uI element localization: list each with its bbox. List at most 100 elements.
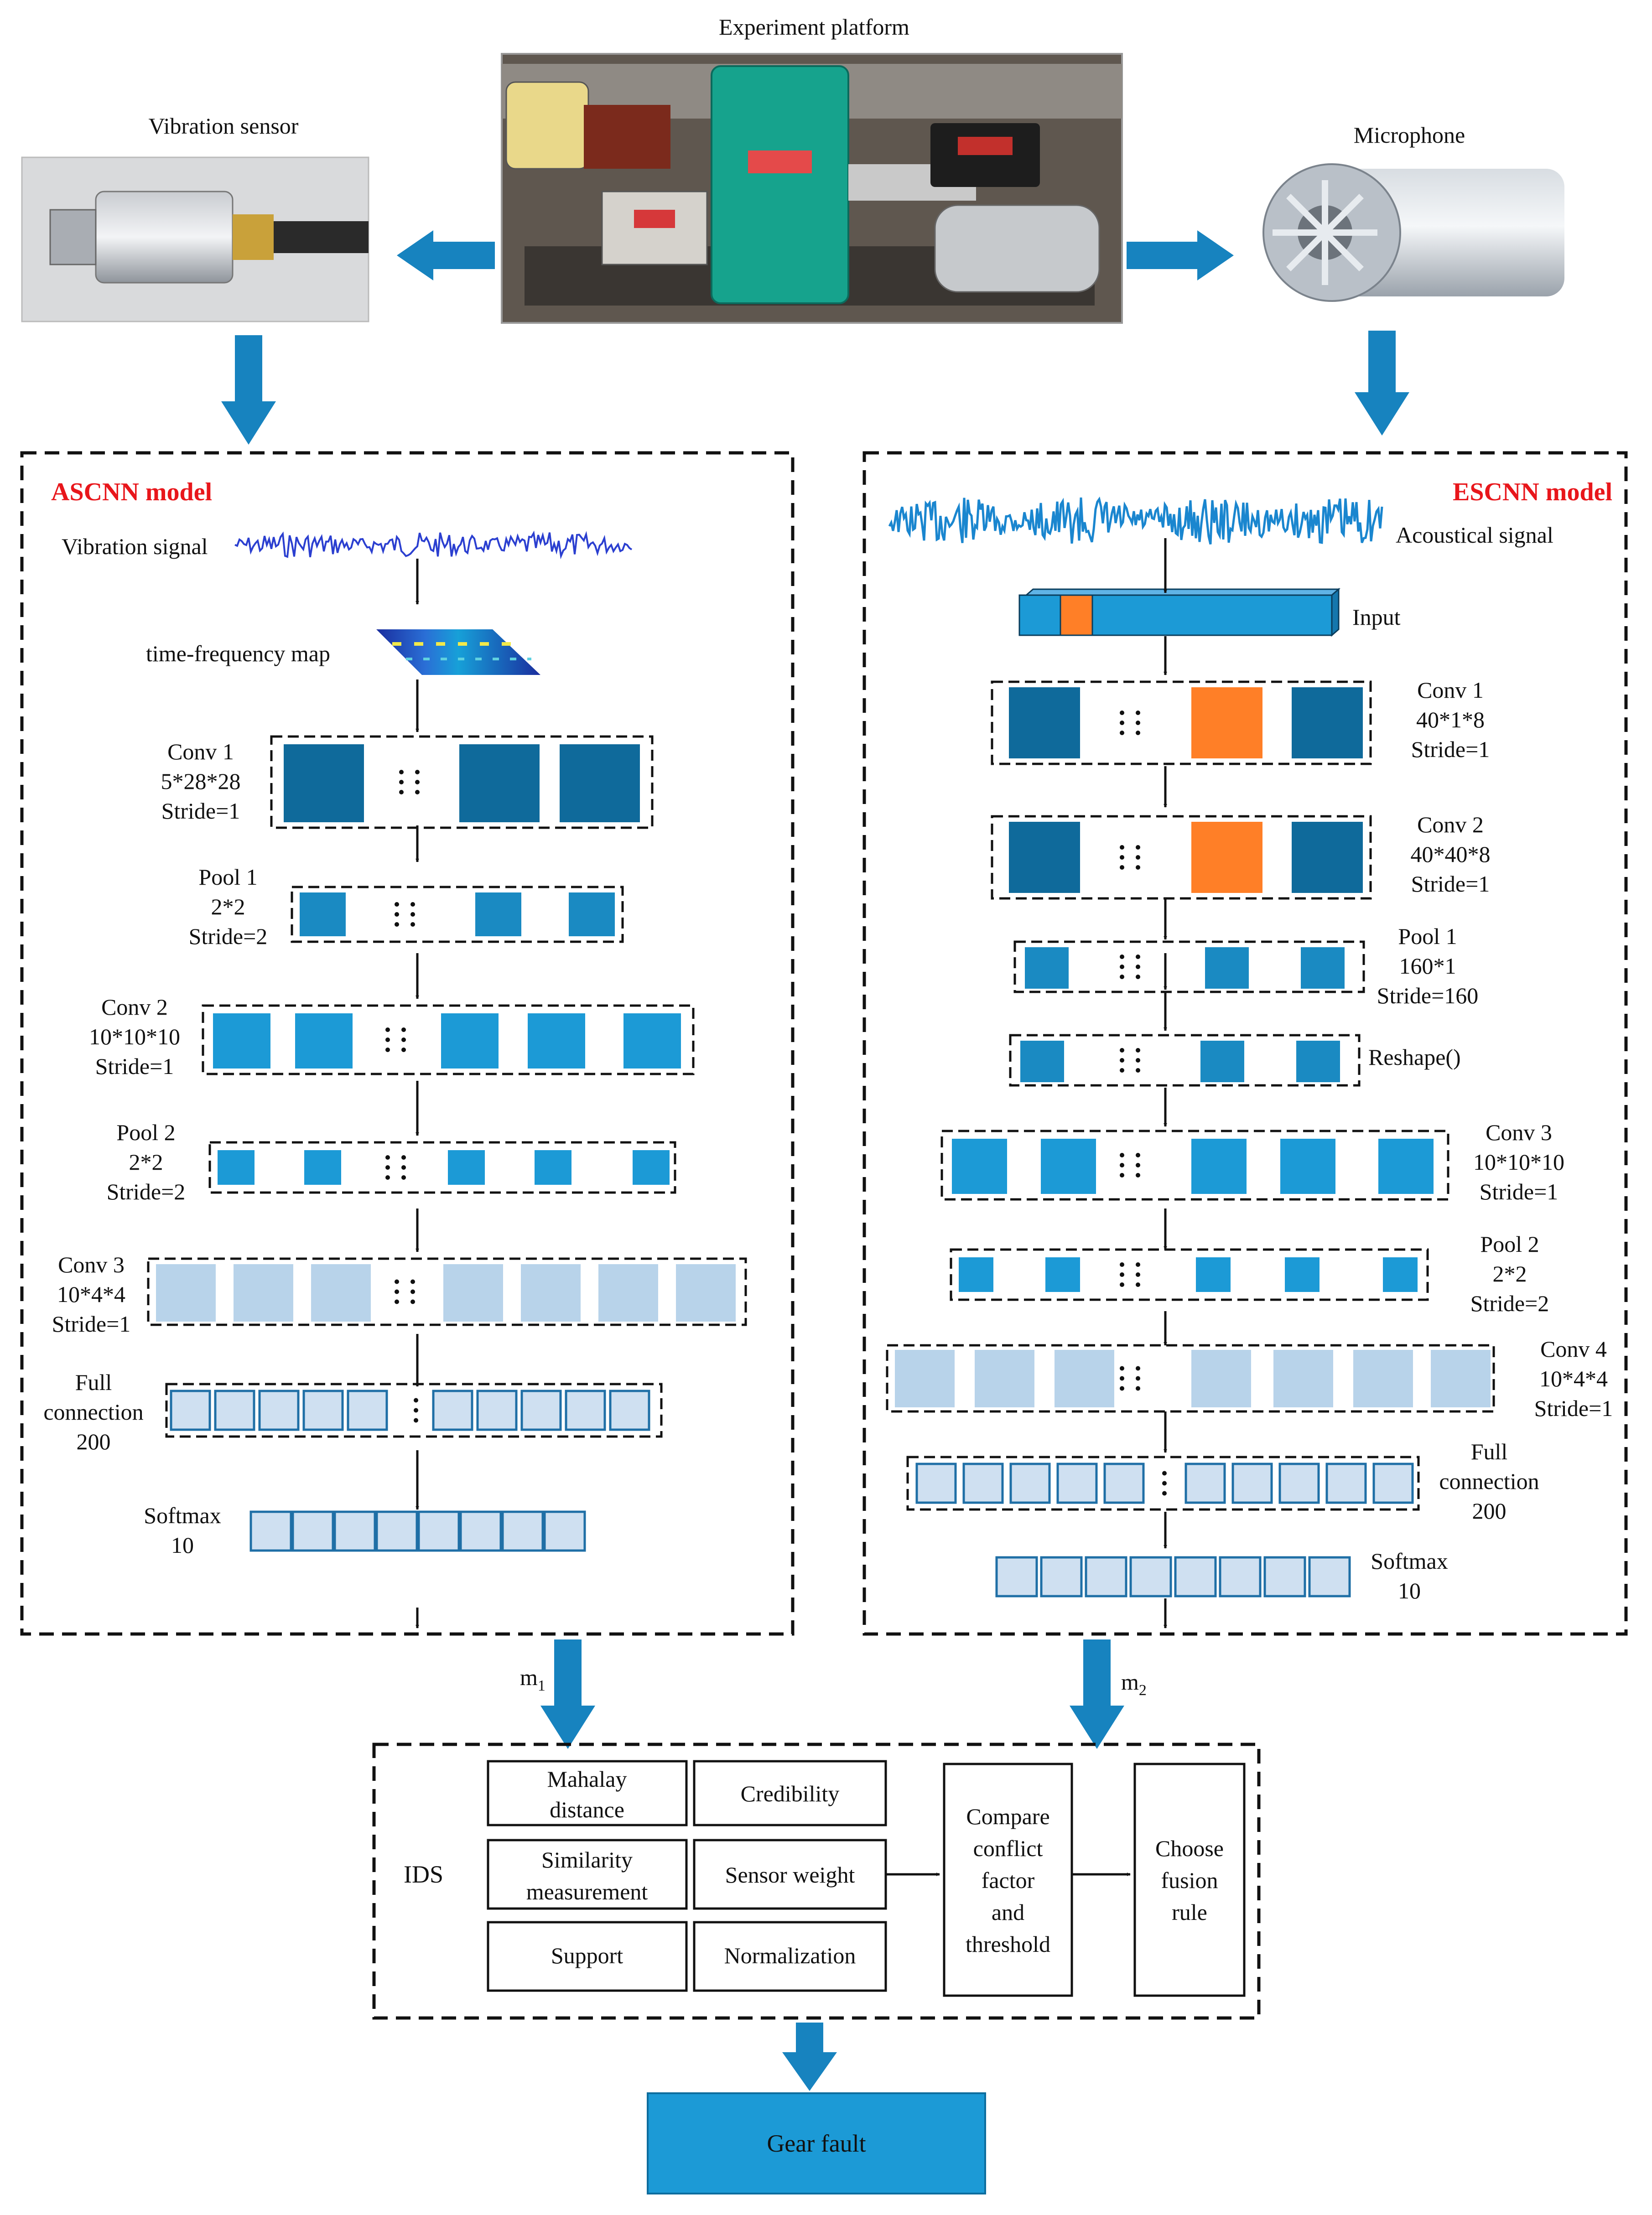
layer-row: [991, 680, 1372, 765]
escnn-fc-line1: Full: [1471, 1439, 1508, 1464]
sensor-weight-box: [693, 1839, 887, 1910]
feature-map: [1278, 1463, 1320, 1504]
feature-map: [309, 1262, 373, 1323]
ascnn-pool2-line3: Stride=2: [107, 1179, 186, 1204]
compare-line4: and: [992, 1899, 1024, 1925]
escnn-conv4-line2: 10*4*4: [1539, 1366, 1608, 1391]
feature-map: [476, 1390, 518, 1431]
choose-box: [1133, 1763, 1246, 1997]
escnn-panel: ESCNN model Acoustical signal Input Conv…: [862, 451, 1628, 1636]
escnn-conv1-line2: 40*1*8: [1416, 707, 1485, 732]
ascnn-conv3-line2: 10*4*4: [57, 1281, 125, 1307]
feature-map: [1190, 685, 1264, 760]
compare-line3: factor: [982, 1867, 1035, 1893]
support-box: [487, 1921, 688, 1992]
ascnn-pool2-line2: 2*2: [129, 1149, 163, 1175]
photo-arrows: [221, 230, 1409, 2091]
acoustical-signal-label: Acoustical signal: [1396, 522, 1553, 548]
m1-label: m1: [520, 1665, 545, 1694]
compare-box: [943, 1763, 1073, 1997]
escnn-conv1-line1: Conv 1: [1417, 677, 1484, 703]
escnn-fc-line2: connection: [1439, 1468, 1539, 1494]
feature-map: [519, 1262, 582, 1323]
similarity-line2: measurement: [526, 1879, 648, 1904]
compare-line5: threshold: [966, 1931, 1050, 1957]
escnn-conv4-line1: Conv 4: [1540, 1336, 1607, 1362]
ascnn-fc-line3: 200: [77, 1429, 111, 1454]
feature-map: [1184, 1463, 1226, 1504]
vibration-signal-label: Vibration signal: [62, 534, 208, 559]
feature-map: [543, 1510, 586, 1552]
escnn-conv2-line2: 40*40*8: [1411, 841, 1491, 867]
experiment-platform-caption: Experiment platform: [719, 14, 909, 40]
feature-map: [293, 1012, 354, 1070]
feature-map: [1263, 1556, 1306, 1598]
ascnn-pool1-line2: 2*2: [211, 894, 245, 919]
softmax-row: [249, 1510, 586, 1552]
feature-map: [1381, 1255, 1419, 1294]
gear-fault-text: Gear fault: [767, 2130, 866, 2157]
feature-map: [1039, 1137, 1098, 1196]
ids-label: IDS: [404, 1861, 443, 1888]
compare-line1: Compare: [966, 1804, 1049, 1829]
feature-map: [1278, 1137, 1337, 1196]
feature-map: [565, 1390, 606, 1431]
feature-map: [1190, 820, 1264, 895]
vibration-sensor-caption: Vibration sensor: [149, 113, 299, 139]
escnn-pool1-line2: 160*1: [1399, 953, 1456, 979]
feature-map: [1290, 820, 1365, 895]
feature-map: [1290, 685, 1365, 760]
feature-map: [609, 1390, 650, 1431]
feature-map: [1129, 1556, 1172, 1598]
feature-map: [1294, 1039, 1342, 1084]
ascnn-conv3-line3: Stride=1: [52, 1311, 131, 1337]
feature-map: [417, 1510, 460, 1552]
feature-map: [302, 1148, 343, 1187]
ascnn-conv2-line2: 10*10*10: [89, 1024, 180, 1049]
feature-map: [1174, 1556, 1217, 1598]
feature-map: [893, 1348, 956, 1409]
feature-map: [291, 1510, 334, 1552]
similarity-line1: Similarity: [541, 1847, 633, 1873]
microphone-caption: Microphone: [1354, 122, 1465, 148]
choose-line3: rule: [1172, 1899, 1207, 1925]
mahalay-line1: Mahalay: [547, 1766, 627, 1792]
feature-map: [1190, 1137, 1248, 1196]
escnn-reshape-label: Reshape(): [1368, 1044, 1461, 1070]
ascnn-fc-line2: connection: [43, 1399, 143, 1425]
credibility-text: Credibility: [741, 1781, 840, 1806]
ascnn-conv1-line2: 5*28*28: [161, 768, 241, 794]
softmax-row: [995, 1556, 1351, 1598]
feature-map: [1272, 1348, 1335, 1409]
feature-map: [375, 1510, 418, 1552]
escnn-softmax-line1: Softmax: [1371, 1548, 1448, 1574]
layer-row: [991, 815, 1372, 900]
layer-row: [147, 1257, 747, 1326]
vibration-signal-wave: [234, 530, 633, 560]
feature-map: [1283, 1255, 1321, 1294]
feature-map: [995, 1556, 1038, 1598]
layer-row: [1013, 940, 1365, 993]
feature-map: [459, 1510, 502, 1552]
layer-row: [208, 1141, 676, 1194]
mahalay-box: [487, 1760, 688, 1826]
microphone-photo: [1250, 155, 1569, 310]
feature-map: [1053, 1348, 1116, 1409]
feature-map: [282, 742, 366, 824]
ascnn-pool1-line3: Stride=2: [189, 923, 268, 949]
feature-map: [446, 1148, 487, 1187]
escnn-pool2-line2: 2*2: [1493, 1261, 1527, 1286]
escnn-conv3-line1: Conv 3: [1486, 1120, 1552, 1145]
ascnn-panel: ASCNN model Vibration signal time-freque…: [20, 451, 795, 1636]
ascnn-conv1-line3: Stride=1: [161, 798, 240, 824]
ascnn-softmax-line1: Softmax: [144, 1503, 221, 1528]
layer-row: [291, 886, 624, 943]
escnn-title: ESCNN model: [1453, 478, 1612, 506]
layer-row: [1009, 1034, 1361, 1087]
layer-row: [165, 1383, 663, 1438]
svg-text:m1: m1: [520, 1665, 545, 1694]
ascnn-conv1-line1: Conv 1: [167, 739, 234, 764]
tf-map-image: [376, 629, 540, 675]
escnn-pool2-line3: Stride=2: [1470, 1291, 1549, 1316]
escnn-softmax-line2: 10: [1398, 1578, 1421, 1603]
